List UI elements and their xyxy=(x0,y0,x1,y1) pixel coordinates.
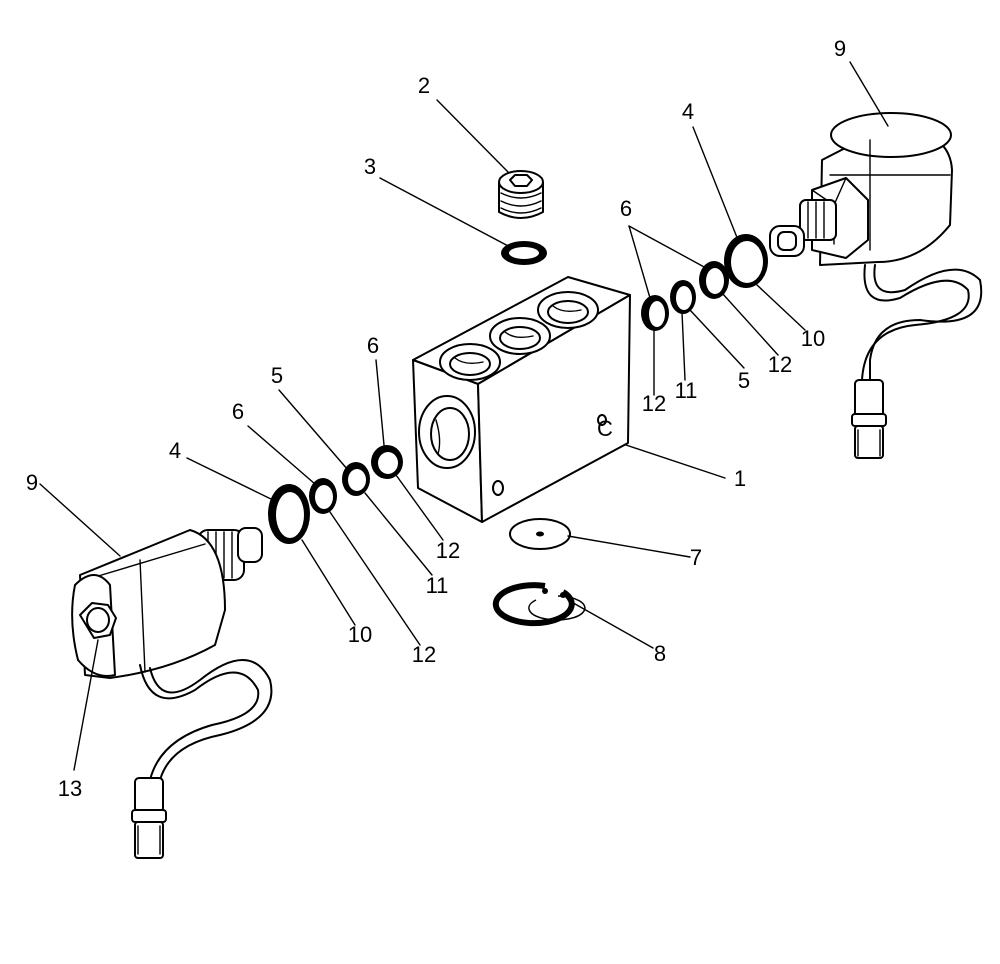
disc-7 xyxy=(509,518,571,550)
callout-6-right: 6 xyxy=(620,196,632,221)
callout-12-lower: 12 xyxy=(412,642,436,667)
plug xyxy=(498,170,544,219)
left-seal-rings xyxy=(268,445,403,544)
right-solenoid xyxy=(769,112,983,459)
callout-3: 3 xyxy=(364,154,376,179)
callout-8: 8 xyxy=(654,641,666,666)
callout-11-left: 11 xyxy=(426,573,449,598)
callout-12-right-top: 12 xyxy=(768,352,792,377)
callout-10-right: 10 xyxy=(801,326,825,351)
block-mark: C xyxy=(597,416,613,441)
right-seal-rings xyxy=(641,234,768,331)
callout-7: 7 xyxy=(690,545,702,570)
valve-block: C xyxy=(412,276,631,523)
callout-2: 2 xyxy=(418,73,430,98)
callout-9-left: 9 xyxy=(26,470,38,495)
callout-6-block: 6 xyxy=(367,333,379,358)
callout-4-right: 4 xyxy=(682,99,694,124)
left-solenoid xyxy=(71,527,273,859)
callout-1: 1 xyxy=(734,466,746,491)
callout-6-left: 6 xyxy=(232,399,244,424)
callout-13: 13 xyxy=(58,776,82,801)
leader-lines xyxy=(39,61,889,771)
callout-12-mid: 12 xyxy=(436,538,460,563)
retaining-ring-8 xyxy=(492,582,586,627)
o-ring-3 xyxy=(501,241,547,265)
callout-labels: 1 2 3 4 4 5 5 6 6 6 7 8 9 9 10 10 11 11 … xyxy=(26,36,846,801)
callout-5-right: 5 xyxy=(738,368,750,393)
callout-11-right: 11 xyxy=(675,378,698,403)
callout-9-right: 9 xyxy=(834,36,846,61)
callout-4-left: 4 xyxy=(169,438,181,463)
callout-12-right-low: 12 xyxy=(642,391,666,416)
callout-10-left: 10 xyxy=(348,622,372,647)
callout-5-left: 5 xyxy=(271,363,283,388)
